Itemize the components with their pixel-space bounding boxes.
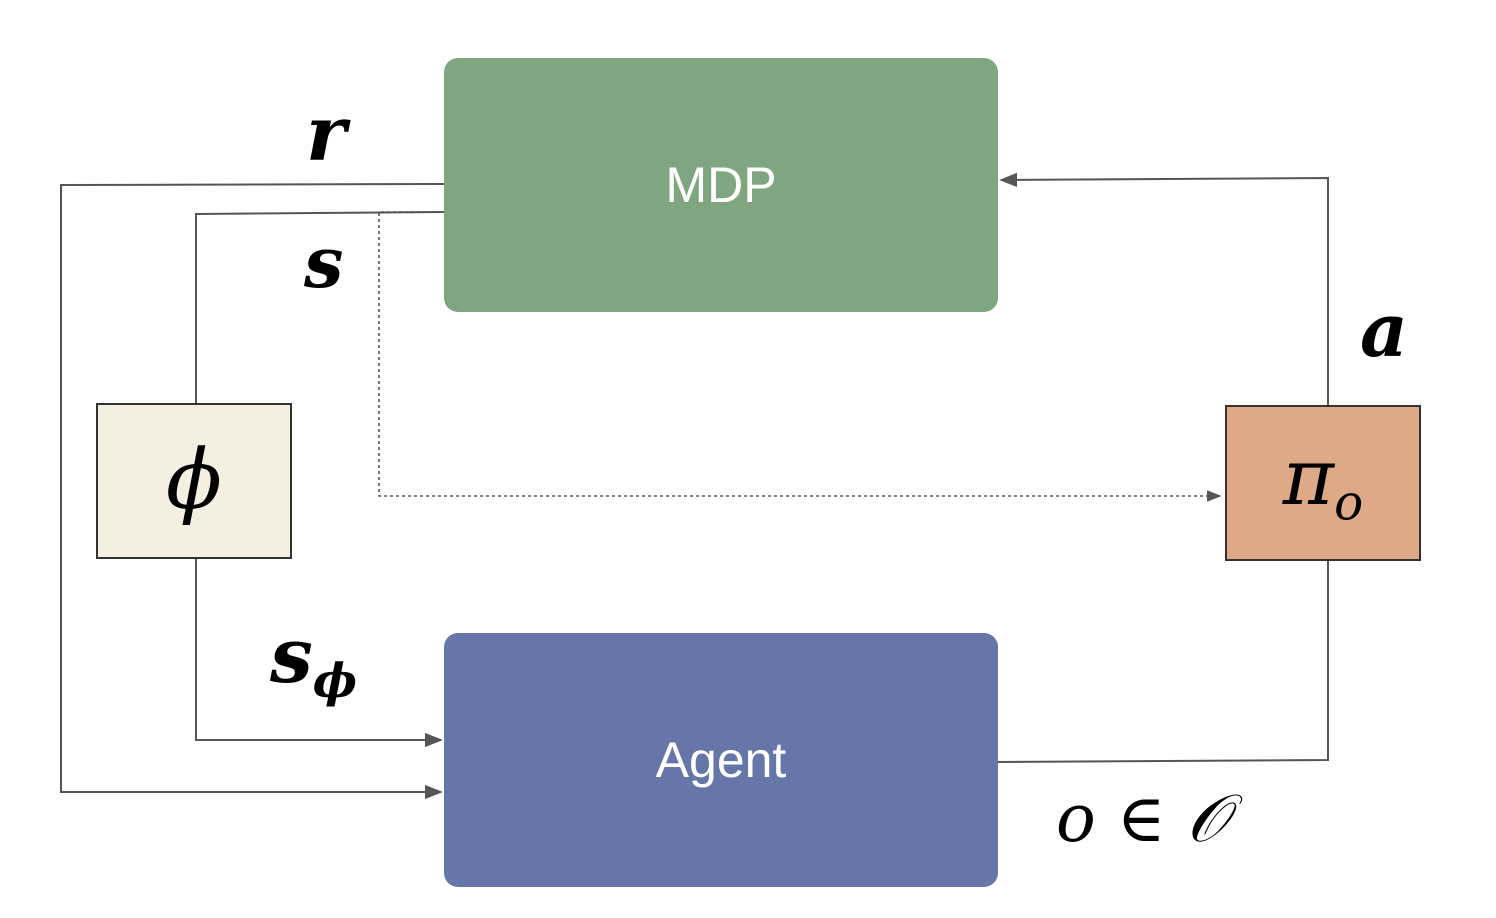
action-label: a <box>1360 288 1408 374</box>
option-wire <box>997 561 1329 763</box>
abstract-state-wire <box>195 559 443 748</box>
agent-block: Agent <box>444 633 998 887</box>
phi-block: ϕ <box>96 403 292 559</box>
phi-label: ϕ <box>166 433 222 528</box>
mdp-label: MDP <box>665 157 777 213</box>
option-label: o ∈ 𝒪 <box>1056 780 1229 857</box>
policy-block: πo <box>1225 405 1421 561</box>
reward-wire <box>60 183 445 800</box>
mdp-block: MDP <box>444 58 998 312</box>
state-label: s <box>304 221 344 304</box>
state-wire <box>195 211 445 403</box>
abstract-state-subscript: ϕ <box>312 654 358 710</box>
reward-label: r <box>306 89 347 178</box>
action-wire <box>999 172 1329 405</box>
abstract-state-label: sϕ <box>270 618 357 706</box>
abstract-state-base: s <box>270 611 313 700</box>
policy-subscript: o <box>1334 475 1364 532</box>
policy-label: π <box>1282 432 1335 523</box>
state-to-policy-wire <box>378 211 1222 502</box>
policy-symbol: πo <box>1283 439 1363 528</box>
agent-label: Agent <box>655 732 787 788</box>
